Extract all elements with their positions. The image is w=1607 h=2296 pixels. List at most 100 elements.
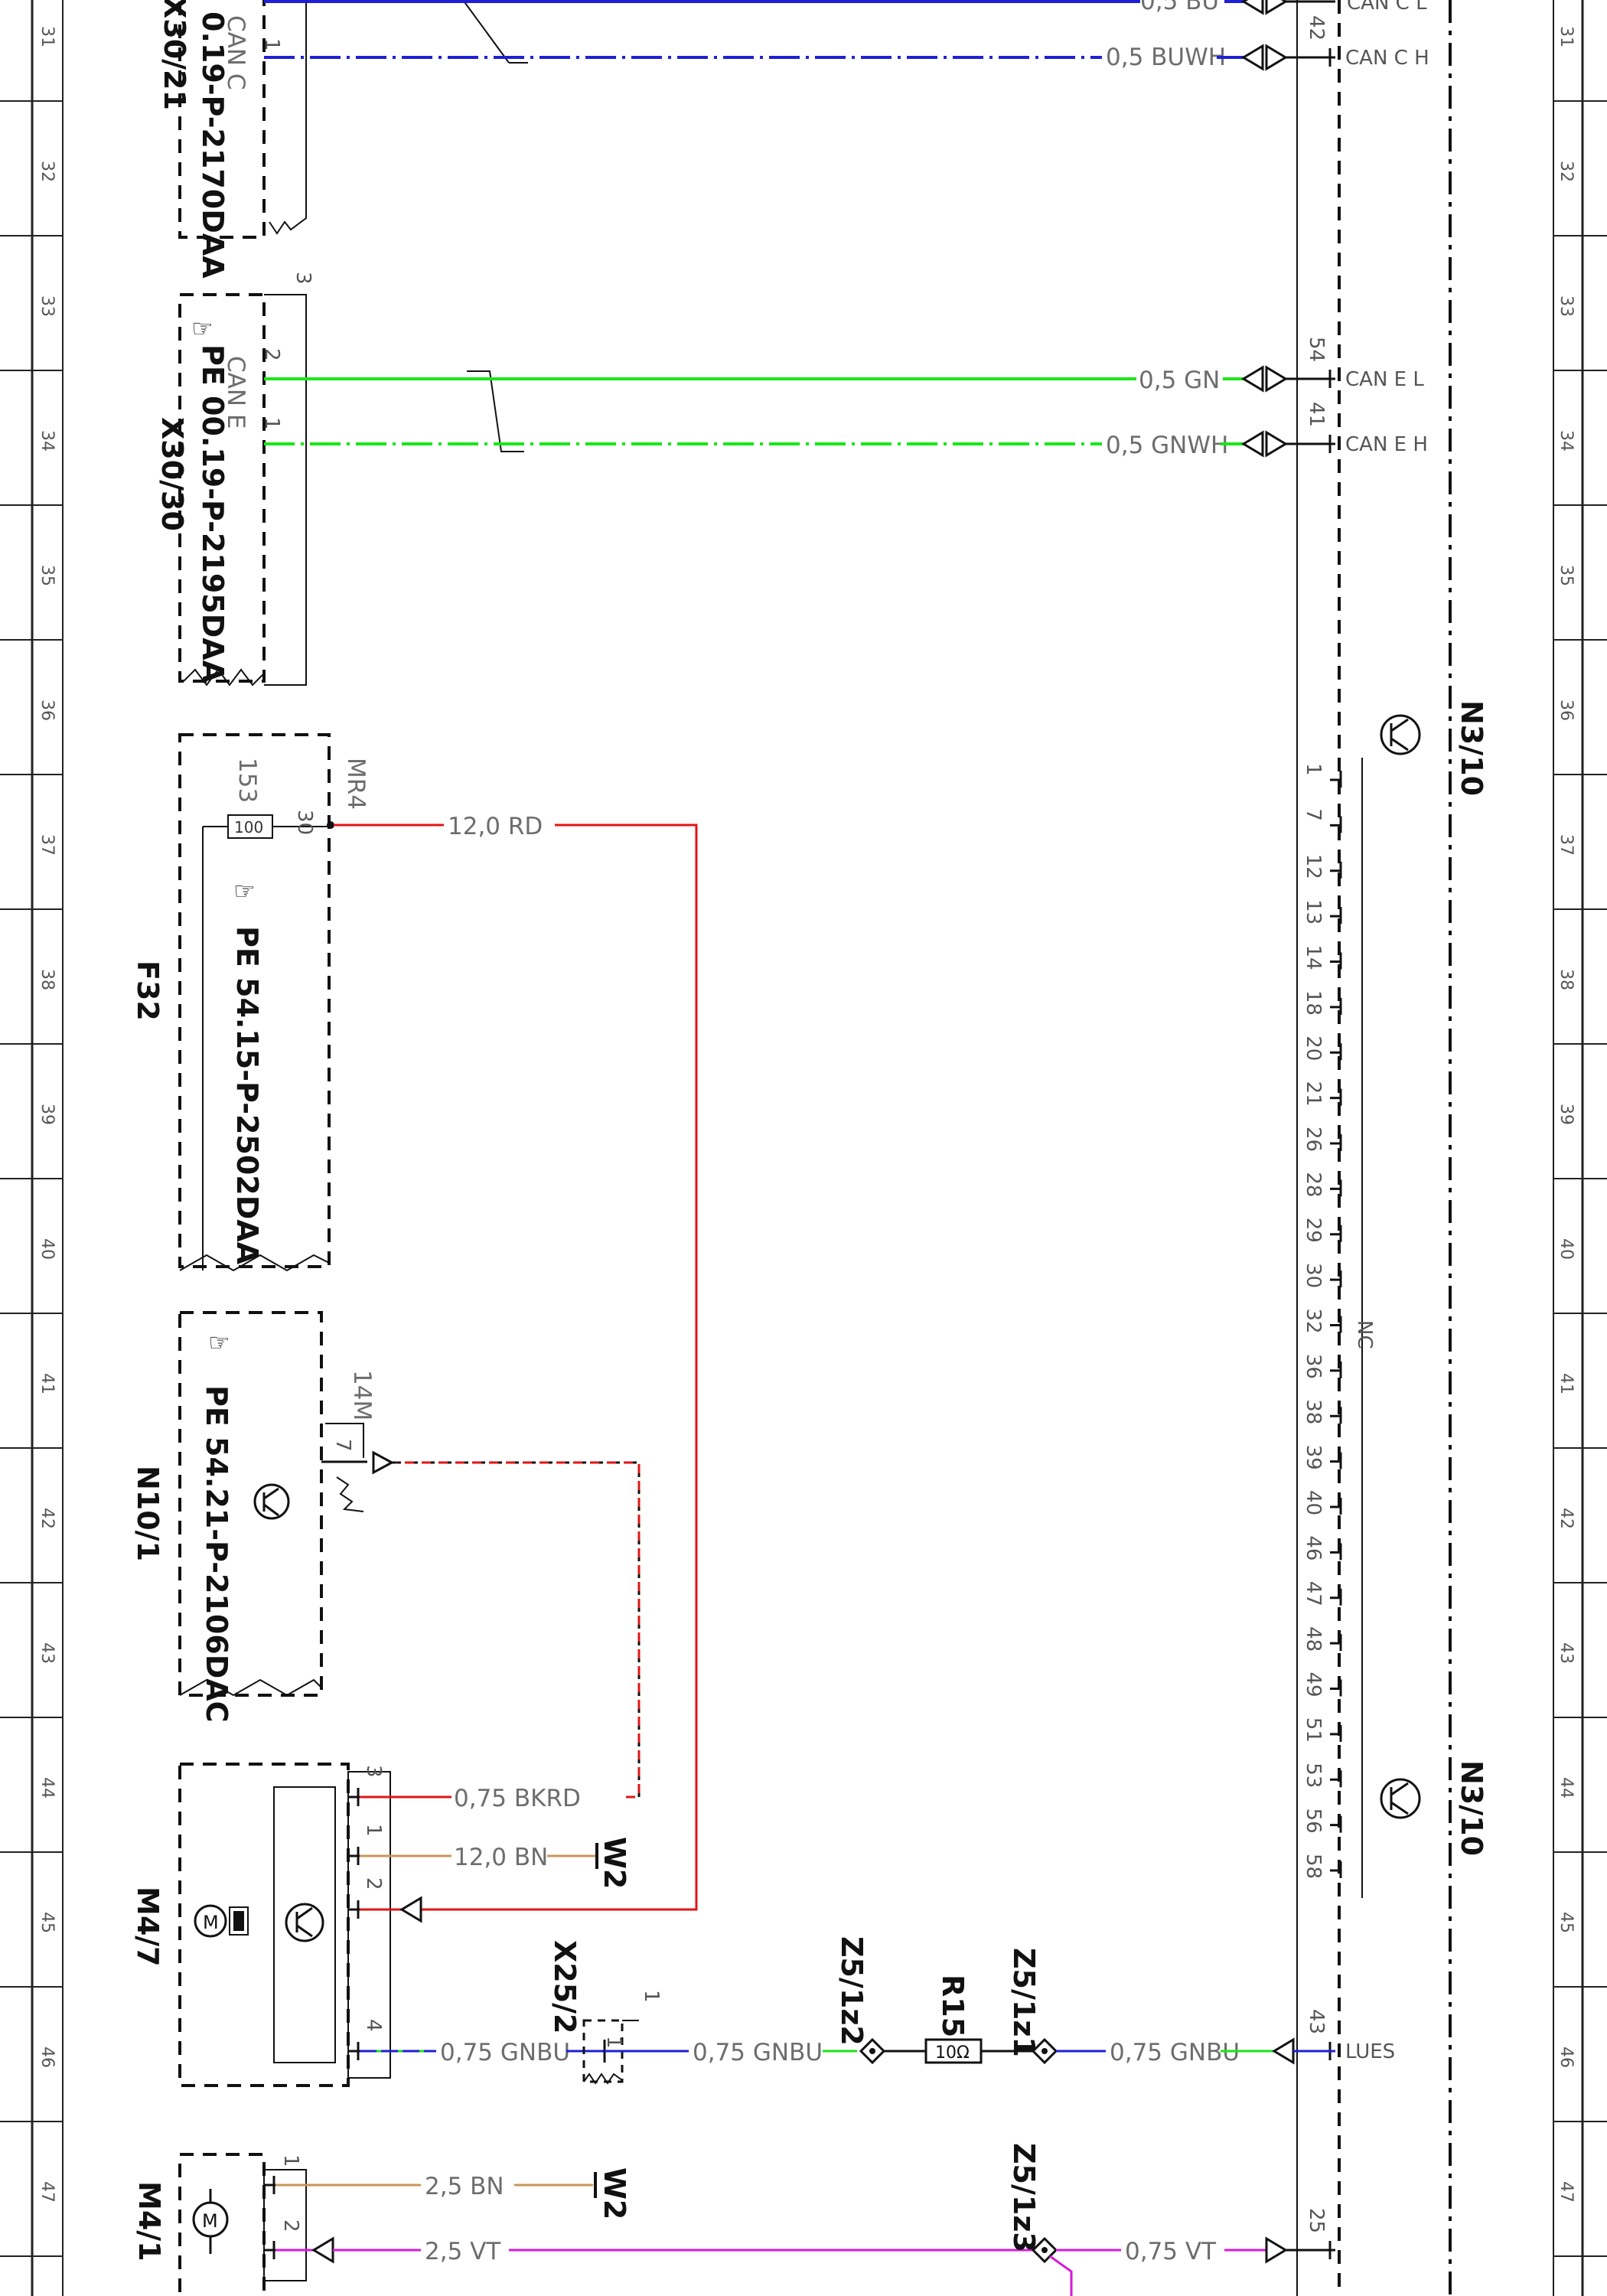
x25-2-pin: 1: [602, 2036, 625, 2049]
n3-10-pin-signal: CAN E L: [1345, 368, 1424, 391]
module-n10-1[interactable]: ☞ PE 54.21-P-2106DAC N10/1 14M 7: [131, 1311, 395, 1723]
wire-can-e-h-label: 0,5 GNWH: [1106, 432, 1228, 459]
n3-10-id-top: N3/10: [1455, 700, 1488, 796]
r15-value: 10Ω: [935, 2043, 970, 2063]
ruler-label-left: 37: [37, 834, 57, 856]
ruler-label-right: 36: [1556, 700, 1576, 721]
m4-1-pin: 2: [279, 2219, 302, 2232]
motor-icon: M: [192, 2201, 229, 2238]
wire-m47-1[interactable]: 12,0 BN W2: [360, 1837, 631, 1889]
n3-10-nc-pin: 12: [1302, 854, 1325, 879]
n3-10-pin-number: 41: [1305, 402, 1328, 427]
f32-ref: PE 54.15-P-2502DAA: [230, 926, 264, 1265]
ruler-label-right: 42: [1556, 1508, 1576, 1529]
m4-7-id: M4/7: [131, 1887, 165, 1967]
fuse-value: 100: [234, 818, 263, 837]
n3-10-pin-number: 25: [1305, 2208, 1328, 2233]
n3-10-nc-pin: 28: [1302, 1172, 1325, 1197]
module-n3-10[interactable]: N3/10 N3/10 NC CAN C L: [1296, 0, 1488, 2296]
m4-7-pin: 2: [362, 1877, 385, 1890]
x25-2-tag: 1: [640, 1990, 663, 2003]
n3-10-nc-pin: 20: [1302, 1035, 1325, 1061]
wire-gnbu-2[interactable]: 0,75 GNBU: [605, 2039, 857, 2066]
x30-30-id: X30/30: [155, 417, 189, 531]
wire-can-e-l[interactable]: 0,5 GN: [264, 367, 1244, 394]
ruler-label-right: 38: [1556, 969, 1576, 990]
ruler-label-right: 35: [1556, 565, 1576, 586]
connector-arrows: [1241, 0, 1335, 458]
m4-7-pin: 1: [362, 1824, 385, 1837]
motor-icon: M: [194, 1904, 227, 1938]
ruler-label-left: 41: [37, 1373, 57, 1394]
ruler-label-right: 43: [1556, 1642, 1576, 1664]
ruler-label-right: 31: [1556, 26, 1576, 47]
w2-ground-b: W2: [598, 2167, 631, 2219]
resistor-r15[interactable]: 10Ω R15: [884, 1975, 1033, 2064]
wire-m41-1[interactable]: 2,5 BN W2: [275, 2167, 631, 2219]
splice-z5-1z1[interactable]: Z5/1z1: [1007, 1948, 1058, 2065]
wire-can-e-h[interactable]: 0,5 GNWH: [264, 432, 1244, 459]
ruler-label-left: 32: [37, 161, 57, 182]
fuse-icon: [227, 814, 273, 839]
x30-21-pin: 1: [260, 38, 283, 51]
n3-10-nc-pin: 58: [1302, 1854, 1325, 1879]
wire-can-c-h-label: 0,5 BUWH: [1106, 44, 1226, 71]
wire-gnbu-1[interactable]: 0,75 GNBU: [360, 2039, 605, 2066]
wire-f32-out[interactable]: 12,0 RD: [334, 813, 698, 1911]
ruler-label-left: 36: [37, 700, 57, 721]
x25-2-id: X25/2: [548, 1940, 582, 2034]
transistor-icon: [285, 1903, 324, 1942]
ruler-label-right: 46: [1556, 2047, 1576, 2068]
splice-z5-1z2[interactable]: Z5/1z2: [835, 1936, 886, 2065]
n3-10-pin-signal: CAN C H: [1345, 47, 1429, 70]
connector-x30-30[interactable]: PE 00.19-P-2195DAA X30/30 CAN E 3 2 1 ☞: [155, 272, 524, 687]
wire-m41-2-label: 2,5 VT: [425, 2238, 501, 2265]
n3-10-nc-pin: 7: [1302, 808, 1325, 821]
fuse-terminal: MR4: [342, 758, 370, 810]
connector-x25-2[interactable]: 1 1 X25/2: [548, 1940, 663, 2085]
connector-x30-21[interactable]: 0.19-P-2170DAA X30/21 CAN C 1: [158, 0, 528, 279]
fuse-number: 153: [233, 758, 261, 803]
hand-icon: ☞: [208, 1328, 230, 1357]
splice-z5-1z3[interactable]: Z5/1z3: [1007, 2143, 1073, 2296]
wire-can-c-l[interactable]: 0,5 BU: [264, 0, 1244, 15]
ruler-label-right: 44: [1556, 1777, 1576, 1799]
wire-gnbu-3[interactable]: 0,75 GNBU: [1056, 2037, 1335, 2066]
fuse-box-f32[interactable]: 100 153 30 MR4 ☞ PE 54.15-P-2502DAA F32: [131, 733, 370, 1272]
x30-30-pin-2: 2: [260, 348, 283, 361]
ruler-label-left: 44: [37, 1777, 57, 1799]
ruler-label-right: 47: [1556, 2181, 1576, 2203]
n3-10-nc-pin: 39: [1302, 1445, 1325, 1470]
x30-30-tag: 3: [292, 272, 315, 285]
ruler-label-left: 47: [37, 2181, 57, 2203]
n3-10-nc-pin: 21: [1302, 1081, 1325, 1107]
n3-10-pin-number: 42: [1305, 15, 1328, 41]
wire-m41-1-label: 2,5 BN: [425, 2173, 504, 2200]
n3-10-nc-pin: 30: [1302, 1263, 1325, 1288]
wire-m47-3[interactable]: 0,75 BKRD: [360, 1785, 581, 1812]
wire-gnbu-1-label: 0,75 GNBU: [440, 2039, 570, 2066]
wire-m41-2[interactable]: 2,5 VT: [275, 2236, 1033, 2265]
r15-id: R15: [936, 1975, 970, 2037]
wire-vt-out[interactable]: 0,75 VT: [1056, 2236, 1335, 2265]
n3-10-nc-pin: 18: [1302, 990, 1325, 1016]
wire-vt-out-label: 0,75 VT: [1125, 2238, 1217, 2265]
n10-1-terminal: 14M: [348, 1370, 376, 1420]
ruler-label-left: 33: [37, 295, 57, 317]
n3-10-nc-pin: 36: [1302, 1354, 1325, 1379]
wire-bkrd[interactable]: [392, 1461, 641, 1799]
ruler-label-right: 33: [1556, 295, 1576, 317]
svg-text:M: M: [203, 1912, 219, 1933]
n3-10-nc-pin: 51: [1302, 1717, 1325, 1743]
wire-m47-2[interactable]: [360, 1896, 422, 1923]
n3-10-pin-signal: LUES: [1345, 2040, 1395, 2063]
hand-icon: ☞: [233, 876, 256, 905]
ruler-label-left: 46: [37, 2047, 57, 2068]
motor-m4-1[interactable]: M M4/1 12: [132, 2153, 307, 2296]
n3-10-nc-pin: 13: [1302, 899, 1325, 925]
ruler-label-left: 43: [37, 1642, 57, 1664]
x30-21-id: X30/21: [158, 0, 191, 110]
wire-can-c-h[interactable]: 0,5 BUWH: [264, 44, 1244, 71]
